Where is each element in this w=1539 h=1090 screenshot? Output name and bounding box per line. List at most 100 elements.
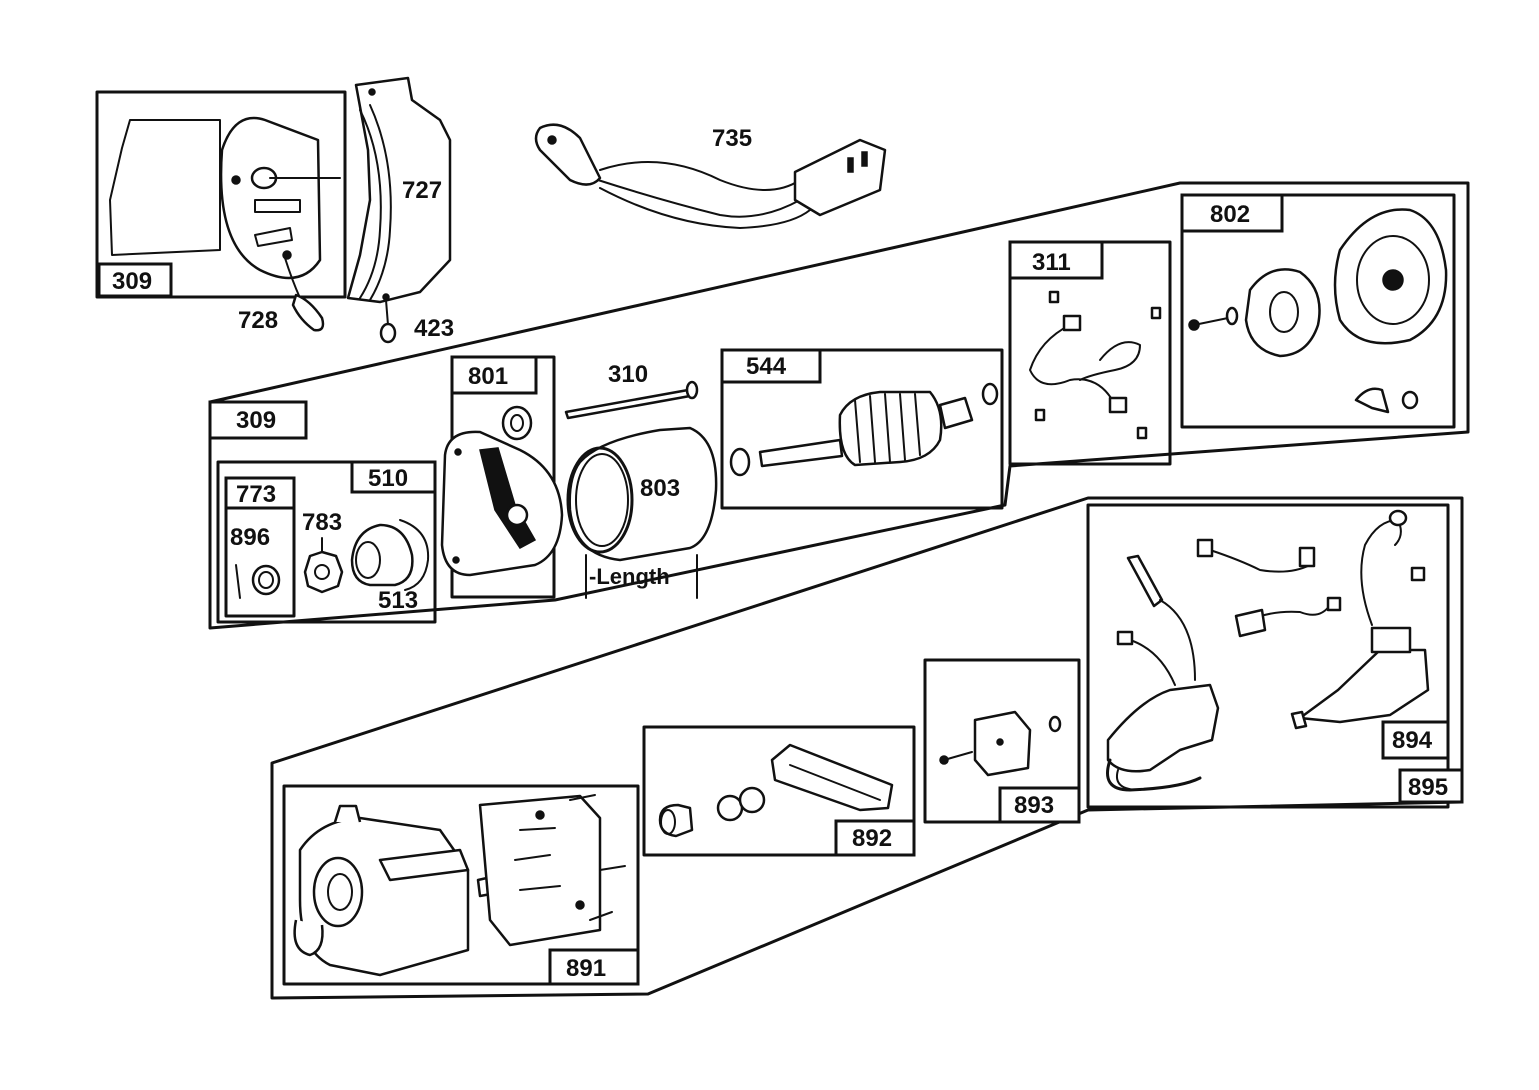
part-544-frame [720, 348, 1004, 510]
part-801-washer-inner [510, 414, 524, 432]
part-513-label: 513 [378, 587, 418, 614]
part-735-cable-3 [599, 187, 811, 229]
part-891-plate [478, 794, 602, 947]
part-783-gear [303, 550, 344, 594]
part-311-clip-2 [1150, 306, 1162, 320]
part-802-label-box [1180, 193, 1284, 233]
part-727-label: 727 [402, 177, 442, 204]
part-727-group: 727 423 [346, 76, 454, 344]
part-735-cable [599, 161, 801, 191]
part-544-label-box [720, 348, 822, 384]
part-891-mount-ear [333, 804, 362, 823]
part-892-group: 892 [642, 725, 916, 857]
part-891-motor-front-inner [327, 873, 353, 911]
part-802-endcap-ring [1356, 235, 1430, 325]
part-892-plunger-face [660, 809, 676, 835]
part-544-end-washer [981, 382, 999, 406]
part-735-label: 735 [712, 125, 752, 152]
part-894-label-box [1381, 720, 1450, 760]
part-309-mid-label-box [208, 400, 308, 440]
part-892-bar-edge [789, 764, 881, 801]
part-896-washer-inner [258, 571, 274, 589]
part-891-mount-ear-2 [293, 919, 324, 957]
part-894-label: 894 [1392, 727, 1433, 754]
part-544-commutator [938, 396, 974, 430]
part-310-bolt [564, 388, 692, 420]
part-311-wire [1029, 324, 1116, 406]
part-896-label: 896 [230, 524, 270, 551]
part-311-label-box [1008, 240, 1104, 280]
part-311-clip [1048, 290, 1060, 304]
part-801-screw-2 [452, 556, 460, 564]
part-423-wire [385, 299, 389, 326]
part-894-ring [1388, 509, 1408, 527]
part-735-group: 735 [534, 123, 887, 229]
part-727-cover-edge-2 [369, 104, 392, 301]
part-894-cable-2 [1116, 769, 1141, 791]
part-803-housing-rim [566, 446, 634, 554]
part-783-label: 783 [302, 509, 342, 536]
part-891-plate-slot [514, 827, 561, 891]
part-892-bar [770, 743, 894, 812]
part-892-spring-2 [738, 786, 766, 814]
part-893-group: 893 [923, 658, 1081, 824]
part-309-top-label-box [97, 262, 173, 298]
part-735-plug [534, 123, 602, 186]
part-544-core-stripes [854, 393, 921, 463]
part-510-frame [216, 460, 437, 624]
part-894-lug-4 [1326, 596, 1342, 612]
part-803-housing-rim-2 [575, 453, 629, 547]
part-893-screw-head [939, 755, 949, 765]
part-544-washer [729, 447, 751, 477]
part-802-screw-head [1188, 319, 1200, 331]
part-894-lug [1116, 630, 1134, 646]
part-802-frame [1180, 193, 1456, 429]
part-895-label-box [1398, 768, 1464, 804]
part-891-solenoid [378, 848, 470, 882]
part-735-cable-2 [597, 179, 801, 218]
part-894-probe [1126, 554, 1164, 608]
part-891-screw-2 [575, 900, 585, 910]
part-891-screw [535, 810, 545, 820]
part-891-screw-5 [589, 911, 613, 921]
part-510-group: 510 773 896 783 513 [216, 460, 437, 624]
part-803-group: 803 -Length [566, 426, 718, 599]
part-895-frame [1086, 503, 1450, 809]
part-891-screw-4 [599, 865, 626, 871]
part-311-wire-2 [1079, 341, 1141, 381]
part-894-lug-5 [1410, 566, 1426, 582]
part-891-label: 891 [566, 955, 606, 982]
part-894-wire [1159, 599, 1196, 681]
part-727-hole [368, 88, 376, 96]
part-801-screw [454, 448, 462, 456]
part-544-shaft [758, 438, 844, 468]
part-513-pinion-face [355, 541, 381, 579]
part-311-group: 311 [1008, 240, 1172, 466]
part-802-label: 802 [1210, 201, 1250, 228]
part-892-spring [716, 794, 744, 822]
part-513-spring [399, 519, 430, 591]
part-728-terminal [291, 293, 325, 332]
part-773-label: 773 [236, 481, 276, 508]
part-894-895-group: 894 895 [1086, 503, 1464, 809]
part-802-brush-holder-hole [1269, 291, 1299, 333]
part-893-nut [1048, 715, 1062, 733]
part-894-wire-2 [1129, 639, 1176, 686]
part-802-group: 802 [1180, 193, 1456, 429]
part-801-label-box [450, 355, 538, 395]
part-892-label: 892 [852, 825, 892, 852]
part-894-connector-body [1106, 683, 1220, 773]
part-783-gear-hub [314, 564, 330, 580]
part-735-slot [847, 157, 854, 173]
part-311-clip-4 [1136, 426, 1148, 440]
part-802-brush-holder [1244, 268, 1321, 358]
part-894-lug-3 [1298, 546, 1316, 568]
part-896-washer [251, 564, 281, 596]
part-894-plug-cap [1370, 626, 1412, 654]
part-894-plug-body [1298, 648, 1430, 724]
part-309-slot-2 [254, 227, 293, 247]
part-802-endcap-bearing [1382, 269, 1404, 291]
part-893-label-box [998, 786, 1081, 824]
part-513-pinion [350, 523, 414, 587]
